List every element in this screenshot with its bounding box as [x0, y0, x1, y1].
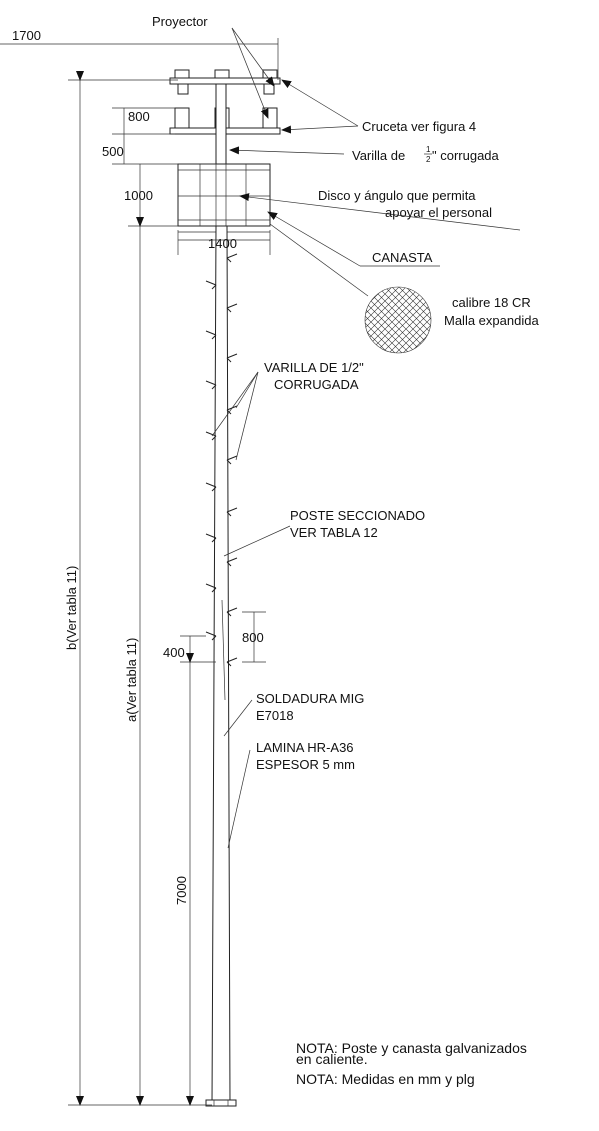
label-lamina-line2: ESPESOR 5 mm — [256, 757, 355, 772]
label-disco-line1: Disco y ángulo que permita — [318, 188, 476, 203]
dim-7000: 7000 — [174, 876, 189, 905]
label-malla-line2: Malla expandida — [444, 313, 539, 328]
step-rungs — [205, 253, 238, 667]
label-lamina-line1: LAMINA HR-A36 — [256, 740, 354, 755]
label-varilla2-line2: CORRUGADA — [274, 377, 359, 392]
label-varilla-frac-den: 2 — [426, 155, 431, 164]
label-varilla-frac-num: 1 — [426, 145, 431, 154]
projector-assembly — [169, 69, 281, 165]
dim-400: 400 — [163, 645, 185, 660]
mesh-detail — [364, 286, 432, 354]
label-cruceta: Cruceta ver figura 4 — [362, 119, 476, 134]
dim-800-top: 800 — [128, 109, 150, 124]
leader-lines — [211, 27, 521, 849]
dim-500: 500 — [102, 144, 124, 159]
label-nota1-line2: en caliente. — [296, 1051, 368, 1067]
label-varilla2-line1: VARILLA DE 1/2" — [264, 360, 364, 375]
label-varilla-prefix: Varilla de — [352, 148, 405, 163]
label-varilla-suffix: " corrugada — [432, 148, 500, 163]
dim-1700: 1700 — [12, 28, 41, 43]
label-soldadura-line2: E7018 — [256, 708, 294, 723]
label-canasta: CANASTA — [372, 250, 433, 265]
dim-b-total: b(Ver tabla 11) — [64, 566, 79, 650]
dim-800-step: 800 — [242, 630, 264, 645]
dim-1000: 1000 — [124, 188, 153, 203]
main-pole — [205, 225, 237, 1107]
label-malla-line1: calibre 18 CR — [452, 295, 531, 310]
label-nota2: NOTA: Medidas en mm y plg — [296, 1071, 475, 1087]
dim-1400: 1400 — [208, 236, 237, 251]
label-nota1-line1: NOTA: Poste y canasta galvanizados — [296, 1040, 527, 1056]
label-poste-line1: POSTE SECCIONADO — [290, 508, 425, 523]
dim-a-total: a(Ver tabla 11) — [124, 638, 139, 722]
label-disco-line2: apoyar el personal — [385, 205, 492, 220]
label-soldadura-line1: SOLDADURA MIG — [256, 691, 364, 706]
label-poste-line2: VER TABLA 12 — [290, 525, 378, 540]
label-proyector: Proyector — [152, 14, 208, 29]
dimension-lines — [0, 38, 279, 1106]
